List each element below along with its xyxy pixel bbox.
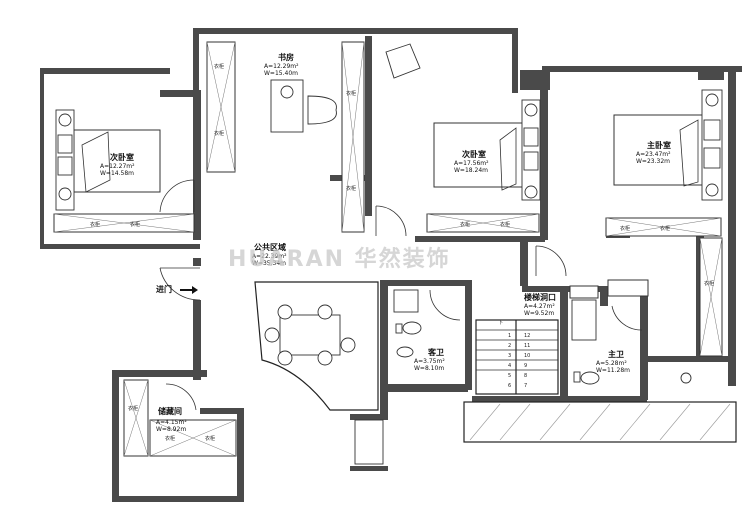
- room-perimeter: W=11.28m: [596, 367, 630, 374]
- wardrobe-label: 衣柜: [346, 90, 356, 97]
- room-perimeter: W=8.92m: [156, 426, 186, 433]
- wardrobe-label: 衣柜: [620, 225, 630, 232]
- room-master-bath-label: 主卫 A=5.28m² W=11.28m: [596, 349, 630, 374]
- dining-area: [254, 281, 379, 411]
- stair-step: 3: [508, 353, 511, 359]
- wardrobe-label: 衣柜: [214, 63, 224, 70]
- stair-step: 8: [524, 373, 527, 379]
- wardrobe-label: 衣柜: [90, 221, 100, 228]
- walls: [40, 28, 742, 502]
- room-perimeter: W=8.10m: [414, 365, 444, 372]
- room-name: 公共区域: [254, 242, 286, 252]
- stair-step: 12: [524, 333, 530, 339]
- doors: [159, 179, 643, 411]
- room-stairs-label: 楼梯洞口 A=4.27m² W=9.52m: [524, 292, 556, 317]
- room-public-label: 公共区域 A=22.39m² W=35.34m: [252, 242, 287, 267]
- room-guest-bath-label: 客卫 A=3.75m² W=8.10m: [414, 347, 445, 372]
- watermark: HUARAN 华然装饰: [228, 246, 451, 272]
- stair-step: 7: [524, 383, 527, 389]
- entry-label: 进门: [156, 284, 172, 294]
- wardrobe-label: 衣柜: [128, 405, 138, 412]
- room-area: A=17.56m²: [454, 160, 489, 167]
- room-area: A=4.27m²: [524, 303, 555, 310]
- room-name: 次卧室: [462, 149, 486, 159]
- entry-arrow-icon: [180, 286, 198, 294]
- stair-step: 1: [508, 333, 511, 339]
- room-bedroom3-label: 次卧室 A=17.56m² W=18.24m: [454, 149, 489, 174]
- room-area: A=5.28m²: [596, 360, 627, 367]
- stair-step: 11: [524, 343, 530, 349]
- room-study-label: 书房 A=12.29m² W=15.40m: [264, 52, 299, 77]
- stair-step: 5: [508, 373, 511, 379]
- room-area: A=4.15m²: [156, 419, 187, 426]
- stair-step: 9: [524, 363, 527, 369]
- room-area: A=23.47m²: [636, 151, 671, 158]
- wardrobe-label: 衣柜: [704, 280, 714, 287]
- room-name: 次卧室: [110, 152, 134, 162]
- wardrobe-label: 衣柜: [660, 225, 670, 232]
- room-labels: 次卧室 A=12.27m² W=14.58m 书房 A=12.29m² W=15…: [100, 52, 671, 433]
- stair-step: 10: [524, 353, 530, 359]
- stair-step: 4: [508, 363, 511, 369]
- room-perimeter: W=18.24m: [454, 167, 488, 174]
- room-name: 储藏间: [157, 406, 182, 416]
- room-master-label: 主卧室 A=23.47m² W=23.32m: [636, 140, 671, 165]
- stair-step: 2: [508, 343, 511, 349]
- room-bedroom2-label: 次卧室 A=12.27m² W=14.58m: [100, 152, 135, 177]
- room-area: A=12.27m²: [100, 163, 135, 170]
- staircase: 下 1 2 3 4 5 6 7 8 9 10 11 12: [475, 319, 559, 395]
- wardrobe-label: 衣柜: [460, 221, 470, 228]
- stair-step: 6: [508, 383, 511, 389]
- balcony: [463, 401, 737, 443]
- room-perimeter: W=9.52m: [524, 310, 554, 317]
- room-storage-label: 储藏间 A=4.15m² W=8.92m: [156, 406, 187, 433]
- beds: [55, 43, 723, 211]
- wardrobe-label: 衣柜: [205, 435, 215, 442]
- room-name: 楼梯洞口: [524, 292, 556, 302]
- wardrobe-label: 衣柜: [346, 185, 356, 192]
- stair-direction: 下: [498, 320, 503, 326]
- room-area: A=12.29m²: [264, 63, 299, 70]
- room-name: 书房: [278, 52, 294, 62]
- room-name: 主卫: [608, 349, 624, 359]
- room-area: A=22.39m²: [252, 253, 287, 260]
- fixtures: [354, 289, 692, 465]
- room-perimeter: W=35.34m: [252, 260, 286, 267]
- wardrobe-label: 衣柜: [214, 130, 224, 137]
- room-name: 客卫: [427, 347, 444, 357]
- room-area: A=3.75m²: [414, 358, 445, 365]
- wardrobe-label: 衣柜: [130, 221, 140, 228]
- room-perimeter: W=15.40m: [264, 70, 298, 77]
- room-perimeter: W=14.58m: [100, 170, 134, 177]
- wardrobes: [53, 41, 723, 457]
- wardrobe-label: 衣柜: [500, 221, 510, 228]
- room-name: 主卧室: [647, 140, 671, 150]
- room-perimeter: W=23.32m: [636, 158, 670, 165]
- wardrobe-label: 衣柜: [165, 435, 175, 442]
- wardrobe-labels: 衣柜 衣柜 衣柜 衣柜 衣柜 衣柜 衣柜 衣柜 衣柜 衣柜 衣柜 衣柜 衣柜 衣…: [90, 63, 714, 442]
